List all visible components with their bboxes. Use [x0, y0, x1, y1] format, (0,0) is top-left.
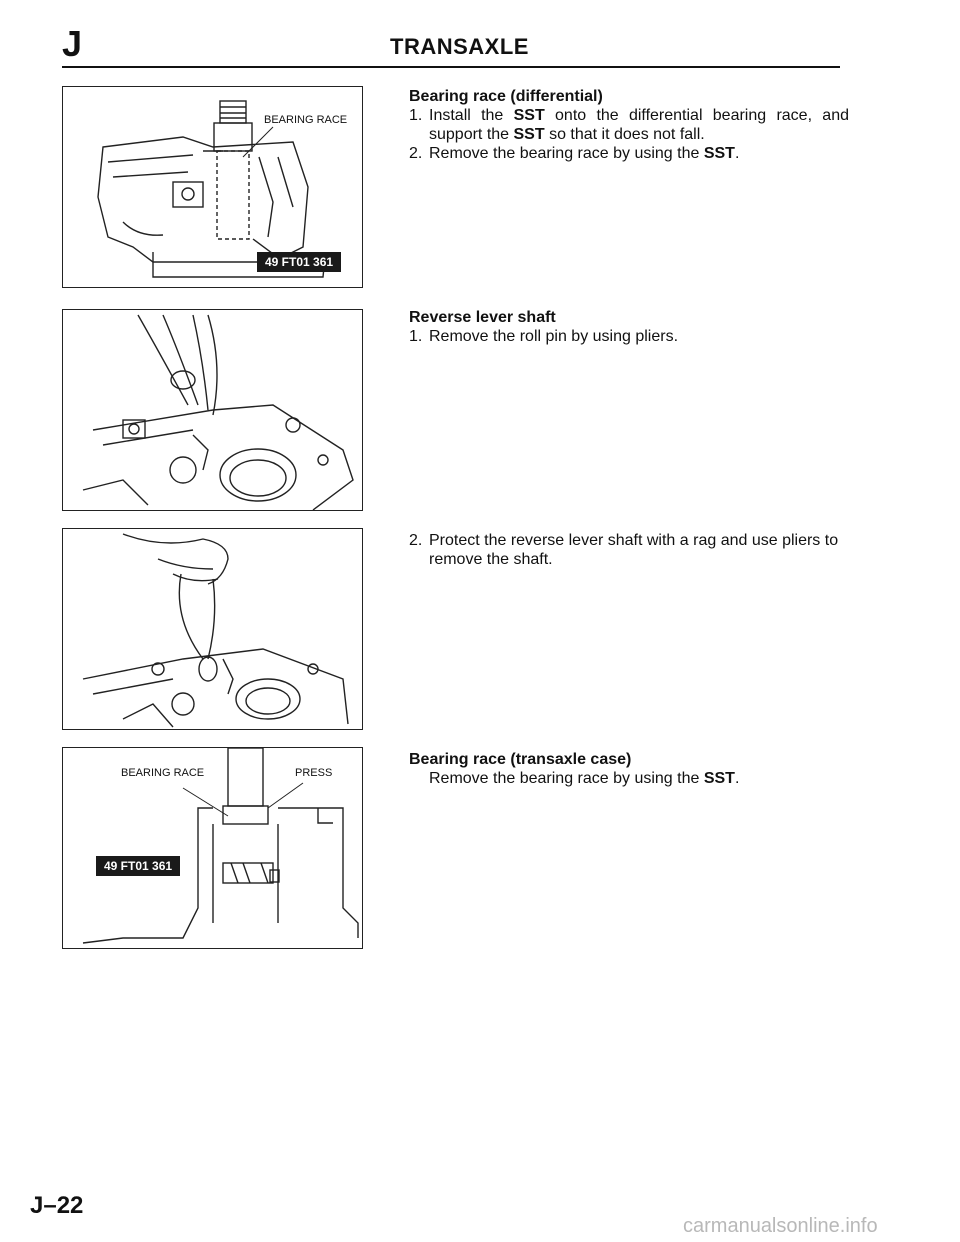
sst-term: SST	[703, 770, 735, 787]
step-text: Remove the roll pin by using pliers.	[429, 328, 679, 345]
figure-shaft-removal	[62, 528, 363, 730]
press-label: PRESS	[295, 767, 333, 779]
section-title: Bearing race (transaxle case)	[409, 751, 632, 768]
section-bearing-race-differential: Bearing race (differential) 1. Install t…	[409, 87, 849, 163]
sst-term: SST	[513, 107, 545, 124]
sst-tool-tag: 49 FT01 361	[257, 252, 342, 272]
sst-term: SST	[513, 126, 545, 143]
figure-bearing-race-transaxle-case: BEARING RACE PRESS 49 FT01 361	[62, 747, 363, 949]
bearing-race-label: BEARING RACE	[264, 114, 348, 126]
pliers-roll-pin-illustration	[82, 314, 354, 510]
section-reverse-lever-shaft: Reverse lever shaft 1. Remove the roll p…	[409, 308, 849, 346]
step-item: 1. Remove the roll pin by using pliers.	[409, 327, 849, 346]
section-reverse-lever-shaft-cont: 2. Protect the reverse lever shaft with …	[409, 531, 849, 569]
step-text: Protect the reverse lever shaft with a r…	[429, 532, 839, 568]
section-title: Bearing race (differential)	[409, 88, 603, 105]
figure-bearing-race-differential: BEARING RACE 49 FT01 361	[62, 86, 363, 288]
page-title: TRANSAXLE	[390, 34, 529, 59]
page-number: J–22	[30, 1192, 84, 1219]
step-text: Install the SST onto the differential be…	[429, 107, 849, 143]
section-letter: J	[62, 23, 83, 64]
section-bearing-race-transaxle-case: Bearing race (transaxle case) Remove the…	[409, 750, 849, 788]
step-number: 2.	[409, 145, 423, 162]
section-title: Reverse lever shaft	[409, 309, 556, 326]
section-text: Remove the bearing race by using the SST…	[429, 770, 740, 787]
watermark: carmanualsonline.info	[683, 1215, 878, 1237]
step-item: 2. Protect the reverse lever shaft with …	[409, 531, 849, 569]
hand-pliers-shaft-illustration	[82, 533, 349, 728]
sst-term: SST	[703, 145, 735, 162]
figure-roll-pin-removal	[62, 309, 363, 511]
step-number: 2.	[409, 532, 423, 549]
header-rule	[62, 66, 840, 68]
step-number: 1.	[409, 328, 423, 345]
step-number: 1.	[409, 107, 423, 124]
step-item: 1. Install the SST onto the differential…	[409, 106, 849, 144]
sst-tool-tag: 49 FT01 361	[96, 856, 181, 876]
bearing-race-label: BEARING RACE	[121, 767, 205, 779]
press-setup-illustration	[82, 748, 359, 944]
step-text: Remove the bearing race by using the SST…	[429, 145, 740, 162]
step-item: 2. Remove the bearing race by using the …	[409, 144, 849, 163]
